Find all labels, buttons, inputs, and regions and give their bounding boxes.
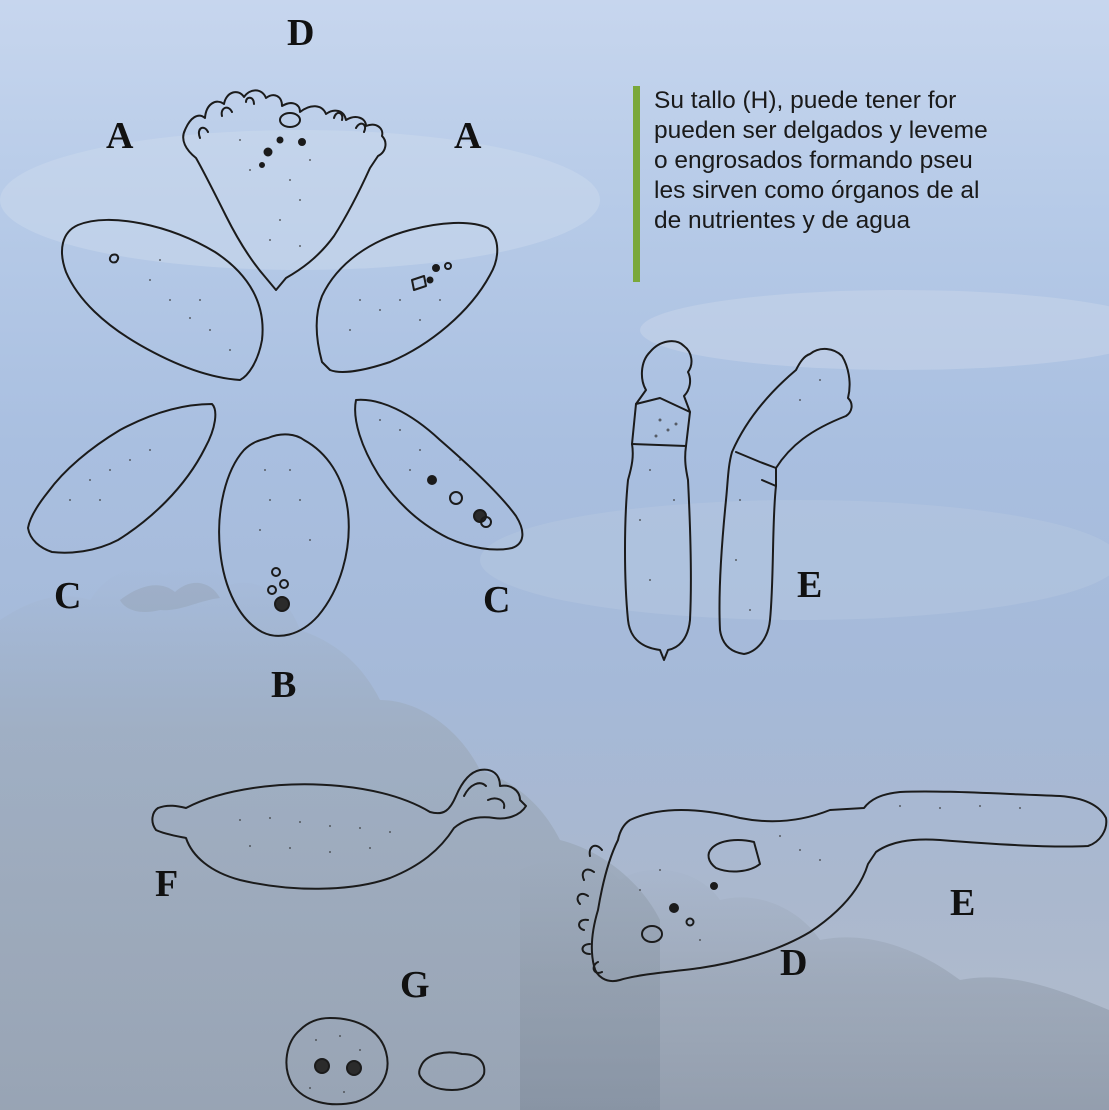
label-e-lower: E [950,884,975,922]
petal-part-c-right [355,400,522,550]
labellum-part-d-top [183,90,385,290]
column-part-e-upper-left [625,341,691,660]
lip-and-column-part-d-e-lower [578,791,1107,981]
label-e-upper: E [797,566,822,604]
caption-line-2: pueden ser delgados y leveme [654,116,1109,146]
description-callout: Su tallo (H), puede tener for pueden ser… [633,86,1109,282]
label-d-lower: D [780,944,807,982]
label-a-left: A [106,117,133,155]
label-c-right: C [483,581,510,619]
label-d-top: D [287,14,314,52]
sepal-part-a-left [62,220,263,380]
column-part-e-upper-right [719,349,851,654]
pollinia-part-g [286,1018,484,1104]
caption-line-1: Su tallo (H), puede tener for [654,86,1109,116]
sepal-part-a-right [317,223,498,372]
label-c-left: C [54,577,81,615]
label-a-right: A [454,117,481,155]
stipple-texture [69,139,1021,1093]
caption-line-3: o engrosados formando pseu [654,146,1109,176]
lip-part-b [219,434,349,635]
label-g: G [400,966,430,1004]
label-b: B [271,666,296,704]
petal-part-c-left [28,404,215,553]
label-f: F [155,865,178,903]
ovary-part-f [152,770,526,889]
caption-line-5: de nutrientes y de agua [654,206,1109,236]
caption-line-4: les sirven como órganos de al [654,176,1109,206]
